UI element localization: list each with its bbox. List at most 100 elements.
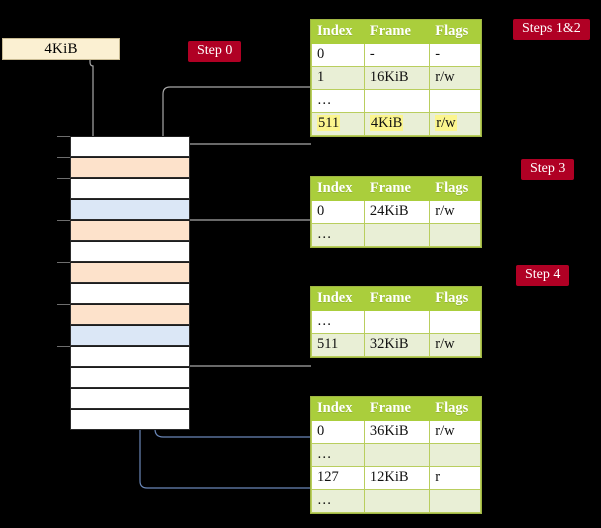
memory-frame-row [70,262,190,283]
memory-frame-row [70,304,190,325]
table-row[interactable]: … [311,89,481,113]
wire-pt-row127 [133,210,311,489]
table-row[interactable]: 0-- [311,43,481,67]
cell-flags [429,310,481,334]
cell-flags [429,223,481,247]
memory-frame-row [70,136,190,157]
cell-frame: 12KiB [363,466,431,490]
cell-index: … [311,89,365,113]
memory-scale-tick [57,178,70,179]
table-row[interactable]: … [311,310,481,334]
cell-frame [363,443,431,467]
memory-frame-row [70,241,190,262]
cell-index: 0 [311,200,365,224]
memory-scale-tick [57,304,70,305]
memory-frame-row [70,346,190,367]
column-header-flags: Flags [429,397,481,421]
wire-source-to-frame [89,60,100,154]
highlight-mark: 4KiB [369,115,404,131]
badge-step-3-label: Step 3 [530,161,566,176]
badge-steps-1-and-2-label: Steps 1&2 [522,21,581,36]
cell-frame: - [363,43,431,67]
cell-index: 0 [311,43,365,67]
table-row[interactable]: … [311,223,481,247]
cell-index: 511 [311,333,365,357]
badge-step-3: Step 3 [521,159,575,180]
badge-step-4: Step 4 [516,265,570,286]
source-frame-label: 4KiB [44,40,78,57]
memory-scale-tick [57,136,70,137]
cell-flags: r/w [429,200,481,224]
memory-frame-row [70,178,190,199]
cell-frame: 32KiB [363,333,431,357]
column-header-frame: Frame [363,397,431,421]
column-header-flags: Flags [429,287,481,311]
cell-flags [429,89,481,113]
cell-index: 127 [311,466,365,490]
badge-step-0: Step 0 [188,41,242,62]
memory-scale-tick [57,220,70,221]
cell-frame: 4KiB [363,112,431,136]
badge-steps-1-and-2: Steps 1&2 [513,19,590,40]
cell-frame [363,223,431,247]
memory-frame-row [70,367,190,388]
cell-flags: r/w [429,66,481,90]
cell-flags: r [429,466,481,490]
column-header-frame: Frame [363,177,431,201]
cell-index: … [311,443,365,467]
cell-frame: 36KiB [363,420,431,444]
column-header-frame: Frame [363,20,431,44]
memory-scale-tick [57,262,70,263]
cell-frame [363,89,431,113]
wire-pml4-row511 [173,143,311,259]
wire-pml4-row1 [162,86,311,154]
cell-index: … [311,489,365,513]
column-header-flags: Flags [429,177,481,201]
cell-flags [429,443,481,467]
column-header-flags: Flags [429,20,481,44]
memory-frame-row [70,325,190,346]
wire-pdpt-row0 [173,219,311,259]
memory-frame-row [70,199,190,220]
cell-frame: 16KiB [363,66,431,90]
physical-memory-column [70,136,190,430]
highlight-mark: r/w [435,115,457,131]
cell-frame [363,489,431,513]
badge-step-4-label: Step 4 [525,267,561,282]
cell-index: 0 [311,420,365,444]
memory-frame-row [70,409,190,430]
memory-scale-tick [57,157,70,158]
column-header-index: Index [311,397,365,421]
cell-flags: r/w [429,333,481,357]
cell-index: 511 [311,112,365,136]
column-header-index: Index [311,177,365,201]
cell-index: … [311,223,365,247]
cell-frame [363,310,431,334]
memory-frame-row [70,220,190,241]
column-header-index: Index [311,287,365,311]
memory-scale-tick [57,346,70,347]
cell-flags: - [429,43,481,67]
table-row[interactable]: … [311,443,481,467]
cell-index: 1 [311,66,365,90]
memory-frame-row [70,388,190,409]
cell-frame: 24KiB [363,200,431,224]
cell-index: … [311,310,365,334]
badge-step-0-label: Step 0 [197,43,233,58]
column-header-frame: Frame [363,287,431,311]
cell-flags: r/w [429,420,481,444]
memory-frame-row [70,157,190,178]
column-header-index: Index [311,20,365,44]
table-row[interactable]: … [311,489,481,513]
